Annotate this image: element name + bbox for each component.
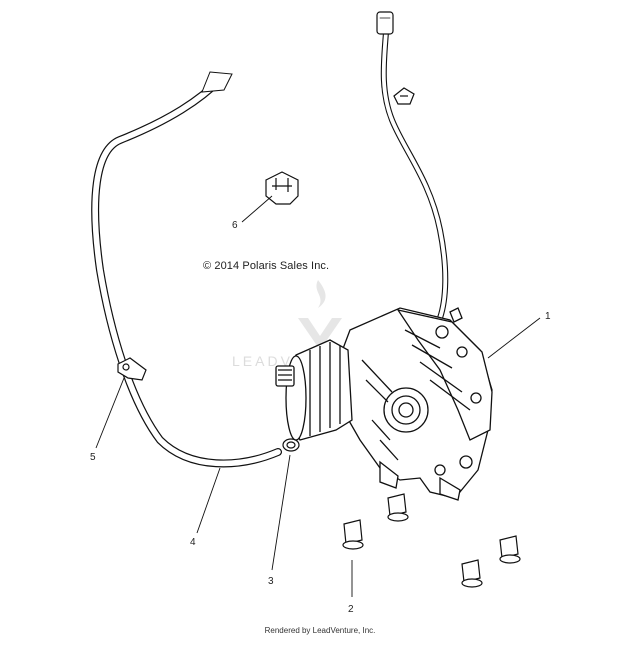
leader-line-4 <box>196 467 221 534</box>
harness-tab[interactable] <box>393 87 415 105</box>
hose-clip[interactable] <box>117 357 147 381</box>
leader-line-3 <box>271 454 291 571</box>
flange-bolt[interactable] <box>499 535 521 564</box>
footer-credit: Rendered by LeadVenture, Inc. <box>264 626 376 635</box>
callout-3[interactable]: 3 <box>268 576 274 587</box>
callout-labels: 1 2 3 4 5 6 <box>90 220 551 615</box>
leader-line-6 <box>241 195 273 223</box>
callout-1[interactable]: 1 <box>545 311 551 322</box>
harness-clip[interactable] <box>265 171 299 205</box>
flange-bolt[interactable] <box>387 493 409 522</box>
flange-bolt[interactable] <box>461 559 483 588</box>
wire-harness[interactable] <box>376 11 449 321</box>
leader-line-1 <box>487 317 541 359</box>
callout-5[interactable]: 5 <box>90 452 96 463</box>
gearcase-assembly[interactable] <box>275 307 493 501</box>
callout-6[interactable]: 6 <box>232 220 238 231</box>
callout-2[interactable]: 2 <box>348 604 354 615</box>
hose-clamp[interactable] <box>282 438 300 452</box>
leader-line-5 <box>95 377 125 449</box>
vent-hose[interactable] <box>91 71 282 468</box>
callout-4[interactable]: 4 <box>190 537 196 548</box>
flange-bolt[interactable] <box>342 519 364 550</box>
copyright-notice: © 2014 Polaris Sales Inc. <box>203 260 330 272</box>
leader-lines <box>95 195 541 597</box>
connector-icon <box>376 11 394 35</box>
